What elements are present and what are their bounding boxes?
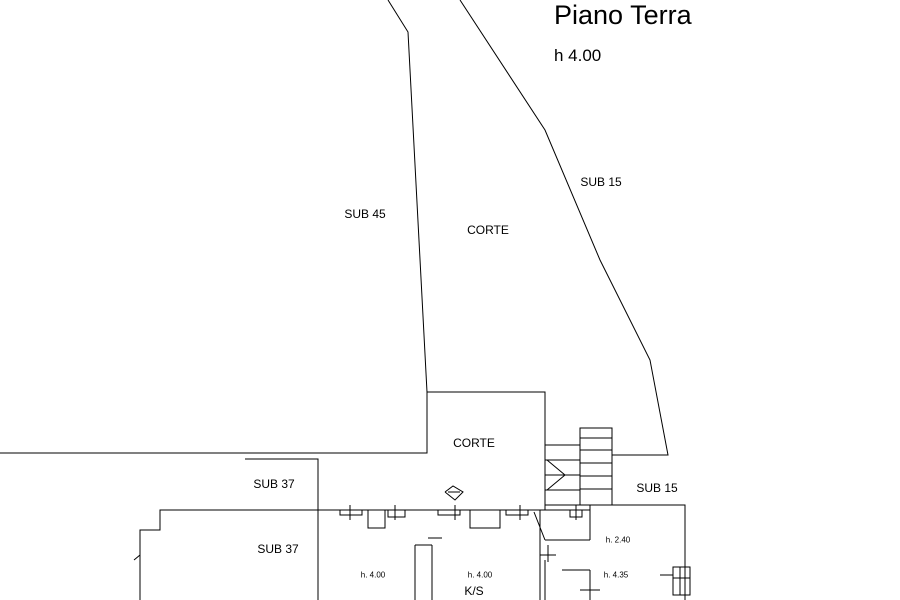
room-label-sub37-lower: SUB 37 — [257, 542, 299, 556]
room-height-center: h. 4.00 — [467, 570, 493, 580]
room-label-sub45: SUB 45 — [344, 207, 386, 221]
window — [339, 509, 363, 516]
window — [672, 566, 691, 596]
entrance-arrow — [444, 485, 464, 501]
door-swing — [533, 511, 546, 541]
room-height-left: h. 4.00 — [360, 570, 386, 580]
room-label-sub15-upper: SUB 15 — [580, 175, 622, 189]
window — [437, 509, 461, 516]
building-outline — [139, 504, 686, 600]
room-label-corte-upper: CORTE — [467, 223, 509, 237]
window — [469, 509, 501, 529]
floor-height-label: h 4.00 — [554, 46, 602, 65]
stair-outline — [579, 427, 613, 506]
room-label-corte-lower: CORTE — [453, 436, 495, 450]
window — [367, 509, 386, 529]
sub37-upper-outline — [245, 458, 319, 510]
sub45-boundary-line — [387, 0, 428, 393]
sub15-boundary-line — [459, 0, 669, 456]
window — [387, 509, 406, 518]
ks-label: K/S — [464, 584, 484, 598]
room-height-right-bottom: h. 4.35 — [603, 570, 629, 580]
stair-direction — [546, 459, 566, 476]
exterior-wall — [133, 554, 141, 561]
room-height-right-top: h. 2.40 — [605, 535, 631, 545]
stair-direction — [546, 474, 566, 491]
window — [505, 509, 529, 516]
room-label-sub37-upper: SUB 37 — [253, 477, 295, 491]
room-label-sub15-lower: SUB 15 — [636, 481, 678, 495]
page-title: Piano Terra — [554, 0, 692, 30]
corte-lower-outline — [0, 391, 546, 510]
